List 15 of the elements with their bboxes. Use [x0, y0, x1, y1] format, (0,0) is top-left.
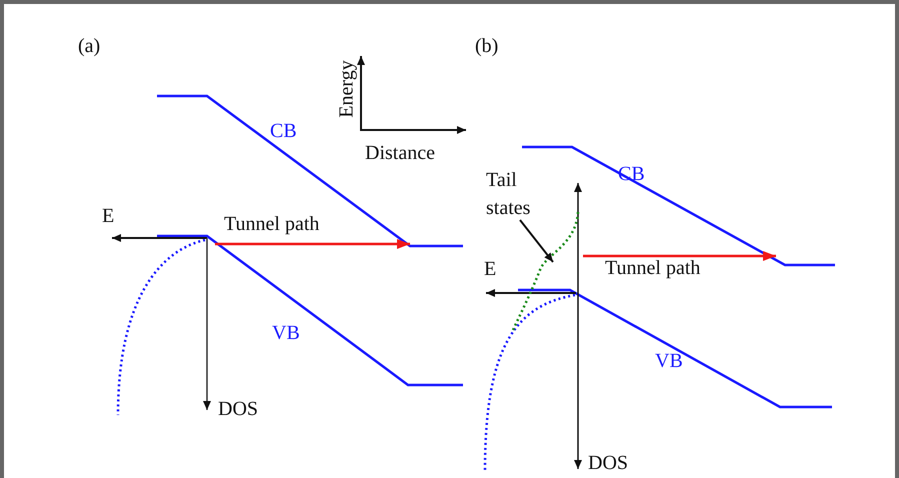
- panel-label: (a): [78, 35, 100, 57]
- axis-label: DOS: [588, 452, 628, 474]
- axis-label: Energy: [336, 60, 358, 118]
- band-label: VB: [272, 322, 300, 344]
- axis-label: DOS: [218, 398, 258, 420]
- axis-label: E: [484, 258, 496, 280]
- panel-label: (b): [475, 35, 498, 57]
- annotation-text: Tail states: [486, 166, 550, 222]
- axis-label: E: [102, 205, 114, 227]
- arrow-label: Tunnel path: [224, 213, 320, 235]
- band-label: CB: [270, 120, 297, 142]
- band-label: VB: [655, 350, 683, 372]
- axis-label: Distance: [365, 142, 435, 164]
- leader-line: [519, 219, 554, 263]
- arrow-label: Tunnel path: [605, 257, 700, 279]
